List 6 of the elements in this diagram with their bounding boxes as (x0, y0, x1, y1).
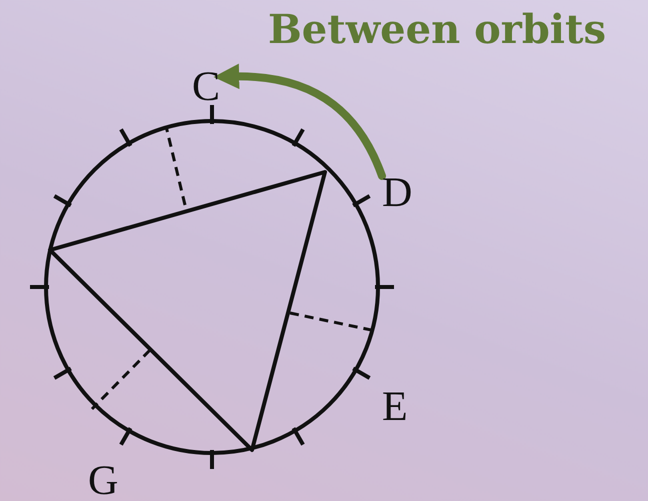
curved-arrow (214, 64, 386, 180)
note-letter: D (382, 172, 412, 214)
note-letter: C (192, 66, 220, 108)
note-letter: E (382, 386, 408, 428)
title: Between orbits (268, 10, 606, 50)
note-letter: G (88, 460, 118, 501)
